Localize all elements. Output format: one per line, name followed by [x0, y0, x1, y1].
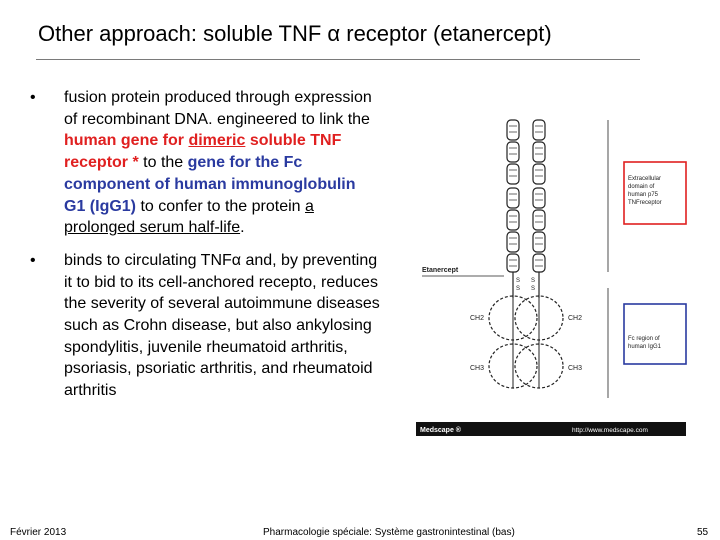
red-box-line: domain of	[628, 184, 655, 190]
bullet-text: to the	[138, 154, 188, 172]
slide-title: Other approach: soluble TNF α receptor (…	[38, 21, 552, 46]
red-box-line: human p75	[628, 192, 659, 198]
medscape-banner	[416, 422, 686, 436]
bullet-item-fusion-protein: • fusion protein produced through expres…	[30, 87, 380, 239]
extracellular-domain-box	[623, 161, 687, 225]
tnf-receptor-text: soluble TNF receptor *	[64, 132, 342, 172]
footer-page-number: 55	[697, 527, 709, 538]
bullet-list: • fusion protein produced through expres…	[30, 87, 380, 413]
blue-box-line: human IgG1	[628, 344, 662, 350]
fc-region-label: Fc region of human IgG1	[628, 336, 662, 350]
hinge-s-label: S	[516, 286, 520, 292]
human-gene-text: human gene for	[64, 132, 189, 150]
hinge-s-label: S	[531, 278, 535, 284]
footer-date: Février 2013	[10, 527, 67, 538]
ch2-label-left: CH2	[470, 315, 484, 322]
footer-course: Pharmacologie spéciale: Système gastroni…	[263, 527, 515, 538]
blue-box-line: Fc region of	[628, 336, 660, 342]
bullet-item-binds-tnf: • binds to circulating TNFα and, by prev…	[30, 250, 380, 402]
left-receptor-chain	[506, 119, 520, 273]
bullet-text: binds to circulating TNFα and, by preven…	[64, 251, 380, 400]
fc-region-box	[623, 303, 687, 365]
medscape-brand: Medscape ®	[420, 426, 462, 434]
right-receptor-chain	[532, 119, 546, 273]
ch3-label-right: CH3	[568, 365, 582, 372]
hinge-s-label: S	[531, 286, 535, 292]
bullet-text: .	[240, 219, 245, 237]
red-box-line: Extracellular	[628, 176, 661, 182]
fc-domains	[488, 295, 564, 389]
left-chain-stripes	[509, 125, 517, 267]
bullet-text: to confer to the protein	[136, 197, 306, 215]
bullet-marker: •	[30, 89, 36, 106]
bullet-text: fusion protein produced through expressi…	[64, 89, 372, 128]
ch3-label-left: CH3	[470, 365, 484, 372]
fc-disulfide-lines	[512, 298, 540, 388]
medscape-url: http://www.medscape.com	[572, 427, 648, 434]
title-divider	[36, 59, 640, 60]
etanercept-diagram: S S S S CH2 CH2 CH3 CH3 Etanercept Extra…	[416, 119, 687, 436]
hinge-region	[512, 272, 540, 298]
hinge-s-label: S	[516, 278, 520, 284]
half-life-text: a prolonged serum half-life	[64, 197, 314, 237]
extracellular-domain-label: Extracellular domain of human p75 TNFrec…	[628, 176, 663, 206]
etanercept-label: Etanercept	[422, 267, 459, 274]
ch2-label-right: CH2	[568, 315, 582, 322]
dimeric-text: dimeric	[188, 132, 246, 150]
red-box-line: TNFreceptor	[628, 200, 662, 206]
bullet-marker: •	[30, 251, 36, 269]
right-chain-stripes	[535, 125, 543, 267]
etanercept-structure-figure: S S S S CH2 CH2 CH3 CH3 Etanercept Extra…	[412, 108, 688, 440]
fc-gene-text: gene for the Fc component of human immun…	[64, 154, 356, 215]
